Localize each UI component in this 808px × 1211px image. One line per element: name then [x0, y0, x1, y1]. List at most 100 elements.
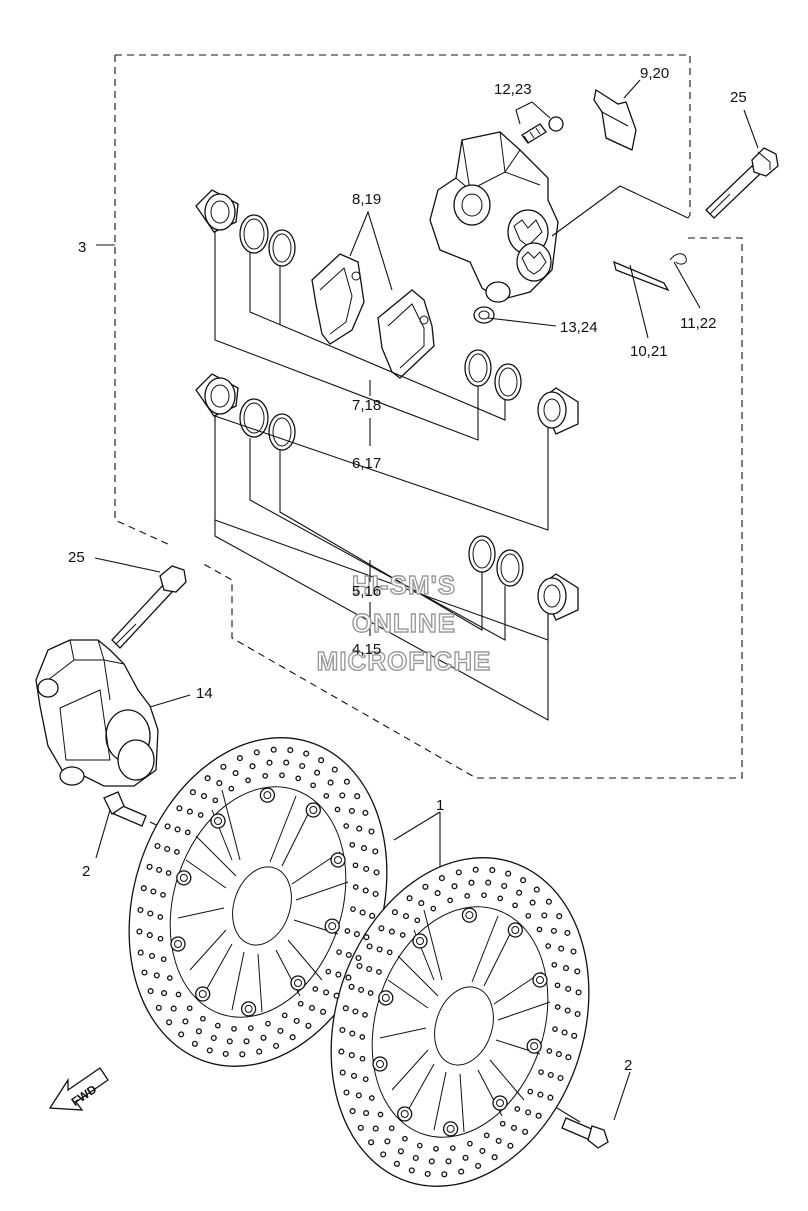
disc-bobbin-center: [381, 993, 390, 1002]
disc-drill-hole: [279, 772, 285, 779]
disc-drill-hole: [352, 884, 359, 890]
disc-drill-hole: [554, 1004, 561, 1010]
disc-bobbin: [170, 936, 186, 952]
disc-bobbin-center: [174, 940, 182, 948]
disc-drill-hole: [412, 1154, 419, 1162]
disc-bobbin: [330, 852, 346, 868]
callout-25-top: 25: [730, 89, 747, 106]
disc-drill-hole: [305, 1022, 312, 1029]
disc-drill-hole: [222, 1050, 229, 1057]
pin-clip: [669, 253, 687, 265]
disc-bobbin: [195, 986, 211, 1002]
disc-drill-hole: [505, 870, 512, 877]
disc-drill-hole: [516, 889, 523, 896]
disc-drill-hole: [231, 1025, 237, 1032]
seal-lower-right-1: [468, 535, 496, 573]
watermark-line-2: ONLINE: [352, 608, 456, 638]
callout-25-left: 25: [68, 549, 85, 566]
disc-drill-hole: [331, 766, 338, 773]
disc-drill-hole: [308, 1004, 316, 1011]
disc-bobbin-center: [179, 873, 188, 882]
disc-drill-hole: [393, 1160, 400, 1167]
disc-drill-hole: [408, 1167, 415, 1174]
disc-bobbin: [305, 802, 321, 818]
disc-drill-hole: [323, 792, 330, 799]
disc-bobbin-center: [334, 856, 342, 864]
disc-drill-hole: [571, 1032, 578, 1039]
disc-drill-hole: [547, 1071, 554, 1079]
disc-bobbin-center: [214, 817, 222, 825]
disc-drill-hole: [438, 875, 445, 882]
disc-drill-hole: [153, 972, 160, 979]
disc-drill-hole: [303, 750, 310, 757]
callout-9-20: 9,20: [640, 65, 669, 82]
callout-11-22: 11,22: [680, 315, 716, 332]
seal-upper-left-1: [239, 214, 269, 254]
disc-drill-hole: [359, 1034, 366, 1040]
disc-drill-hole: [384, 1138, 391, 1145]
disc-drill-hole: [510, 1124, 518, 1131]
disc-drill-hole: [295, 775, 302, 782]
disc-bobbin: [378, 990, 394, 1006]
disc-drill-hole: [451, 883, 458, 890]
disc-drill-hole: [197, 812, 204, 818]
disc-drill-hole: [352, 1008, 359, 1015]
disc-drill-hole: [363, 1110, 370, 1117]
disc-drill-hole: [467, 1140, 473, 1147]
disc-drill-hole: [501, 882, 508, 890]
disc-drill-hole: [535, 1112, 542, 1119]
disc-drill-hole: [214, 1022, 221, 1029]
disc-drill-hole: [545, 943, 552, 949]
callout-2-left: 2: [82, 863, 90, 880]
callout-4-15: 4,15: [352, 641, 381, 658]
disc-drill-hole: [226, 1038, 233, 1045]
pad-pin: [613, 260, 670, 292]
disc-drill-hole: [489, 867, 496, 874]
disc-drill-hole: [483, 1132, 490, 1139]
disc-drill-hole: [345, 974, 352, 981]
disc-drill-hole: [551, 961, 558, 968]
disc-drill-hole: [372, 890, 379, 898]
disc-drill-hole: [136, 928, 143, 935]
disc-drill-hole: [245, 777, 251, 784]
disc-drill-hole: [362, 1076, 369, 1083]
disc-drill-hole: [362, 887, 369, 894]
disc-drill-hole: [388, 928, 395, 935]
bleed-screw: [521, 116, 564, 144]
disc-drill-hole: [348, 983, 355, 990]
disc-drill-hole: [554, 982, 561, 989]
disc-bobbin-center: [309, 806, 318, 814]
disc-bobbin: [412, 933, 428, 949]
disc-drill-hole: [416, 1142, 423, 1149]
disc-drill-hole: [186, 1005, 193, 1012]
disc-drill-hole: [228, 785, 235, 792]
disc-drill-hole: [186, 808, 193, 815]
disc-drill-hole: [455, 869, 462, 876]
disc-bobbin: [461, 907, 478, 923]
disc-drill-hole: [386, 949, 393, 956]
disc-drill-hole: [184, 829, 191, 836]
disc-drill-hole: [200, 793, 208, 800]
disc-drill-hole: [565, 985, 572, 992]
disc-drill-hole: [247, 1025, 254, 1031]
disc-drill-hole: [353, 931, 360, 938]
disc-bobbin: [324, 918, 340, 934]
disc-drill-hole: [373, 869, 380, 876]
disc-drill-hole: [367, 990, 374, 996]
disc-bobbin-center: [400, 1110, 409, 1118]
disc-drill-hole: [391, 909, 398, 916]
disc-drill-hole: [195, 1028, 202, 1035]
disc-drill-hole: [547, 1094, 554, 1101]
disc-drill-hole: [522, 1128, 529, 1135]
small-piston: [473, 306, 495, 324]
disc-bobbin-center: [496, 1099, 504, 1107]
disc-drill-hole: [525, 1109, 532, 1116]
disc-drill-hole: [160, 956, 167, 963]
piston-middle-left: [195, 373, 239, 417]
disc-drill-hole: [166, 975, 173, 981]
disc-drill-hole: [157, 914, 164, 920]
disc-drill-hole: [424, 1170, 431, 1177]
disc-drill-hole: [335, 971, 342, 978]
disc-drill-hole: [239, 1051, 246, 1058]
disc-drill-hole: [310, 782, 316, 789]
